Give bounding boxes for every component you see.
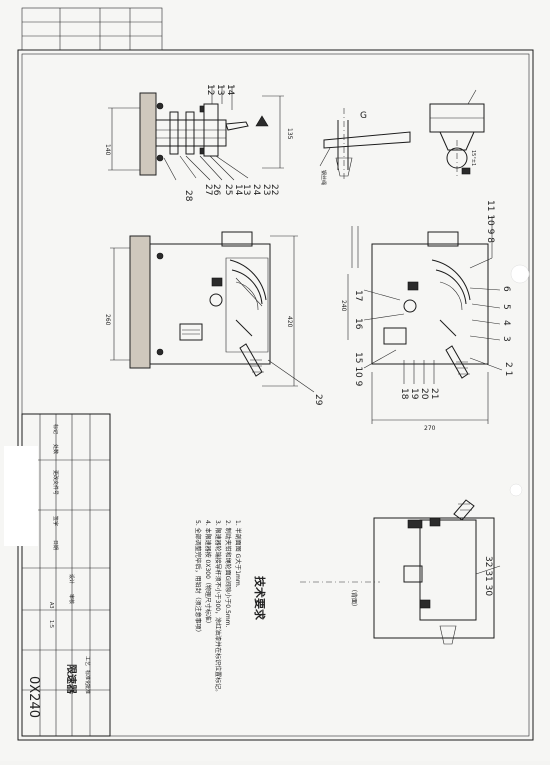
sheet-size: A3 [48,602,54,609]
part-29: 29 [313,394,323,406]
drawing-number: 0X240 [26,676,41,718]
dim-240: 240 [340,300,347,312]
detail-mark-g: G [360,111,367,121]
strip-row-4: 签字 [52,516,59,526]
scale-value: 1:5 [48,620,54,628]
drawing-name: 限速器 [65,664,78,695]
part-6: 6 [501,286,511,292]
tech-item-5: 5. 全部调整完毕后，用铅封（须注意事项） [194,520,202,636]
part-3: 3 [501,336,511,342]
part-2-1: 2 1 [503,362,513,376]
part-19: 19 [409,388,419,400]
part-4: 4 [501,320,511,326]
dim-420: 420 [286,316,293,328]
front-view-numbered [347,216,503,424]
dim-270: 270 [424,425,436,432]
rope-label: 钢丝绳 [320,170,327,185]
part-17: 17 [353,290,363,301]
tech-item-1: 1. 半剖面图 G大于1mm. [234,520,242,588]
strip-row-1: 标记 [52,424,59,434]
part-21: 21 [429,388,439,399]
strip-row-2: 处数 [52,444,59,454]
part-14: 14 [225,84,235,96]
front-view [110,231,315,393]
detail-g-view [319,108,411,180]
part-5: 5 [501,304,511,310]
part-16: 16 [353,318,363,330]
part-22: 22 [269,184,279,195]
tech-item-2: 2. 制动夹钳和绳轮面G间隙小于0.5mm. [224,520,232,628]
tech-item-4: 4. 本限速器按 0X300（物理尺寸标准） [204,520,212,627]
part-13b: 13 [241,184,251,195]
dim-135: 135 [286,128,293,140]
part-26: 26 [211,184,221,196]
strip-row-8: 工艺 [84,656,90,666]
part-20: 20 [419,388,429,400]
top-left-stamp [21,7,163,51]
strip-row-6: 设计 [68,574,75,584]
paper-stain [510,264,530,284]
part-12: 12 [205,84,215,95]
part-24: 24 [251,184,261,196]
left-strip-rows: 标记 处数 更改文件号 签字 日期 设计 审核 工艺 标准化 批准 [52,424,91,694]
strip-row-10: 批准 [84,684,91,694]
part-13: 13 [215,84,225,95]
dim-140: 140 [104,144,111,156]
paper-stain [509,483,523,497]
side-bottom-part-labels: 28 27 26 25 14 13 24 23 22 [183,184,279,202]
part-28: 28 [183,190,193,202]
tech-heading: 技术要求 [253,576,267,621]
outer-border [17,49,534,741]
angle-label: 15°±1 [470,150,476,166]
tech-item-3: 3. 限速器轮端接导杆须不小于300，涂红油漆并在标识位置标记。 [214,520,222,695]
rear-view-label: （背面） [350,586,358,610]
rear-view [300,499,501,645]
part-15-10-9: 15 10 9 [353,352,363,387]
side-section-view [108,86,284,181]
strip-row-9: 标准化 [84,670,91,685]
part-25: 25 [223,184,233,195]
strip-row-5: 日期 [52,540,58,550]
inner-border [21,53,530,737]
part-18: 18 [399,388,409,400]
part-11-10-9-8: 11 10 9 8 [485,200,495,243]
dim-260: 260 [104,314,111,326]
tech-requirements: 技术要求 1. 半剖面图 G大于1mm. 2. 制动夹钳和绳轮面G间隙小于0.5… [194,520,267,695]
strip-row-3: 更改文件号 [52,470,59,495]
pulley-detail-view [429,89,485,176]
part-23: 23 [261,184,271,195]
part-14b: 14 [233,184,243,196]
strip-row-7: 审核 [68,594,75,604]
part-32-31-30: 32 31 30 [483,556,493,596]
title-block [4,413,111,737]
part-27: 27 [203,184,213,195]
